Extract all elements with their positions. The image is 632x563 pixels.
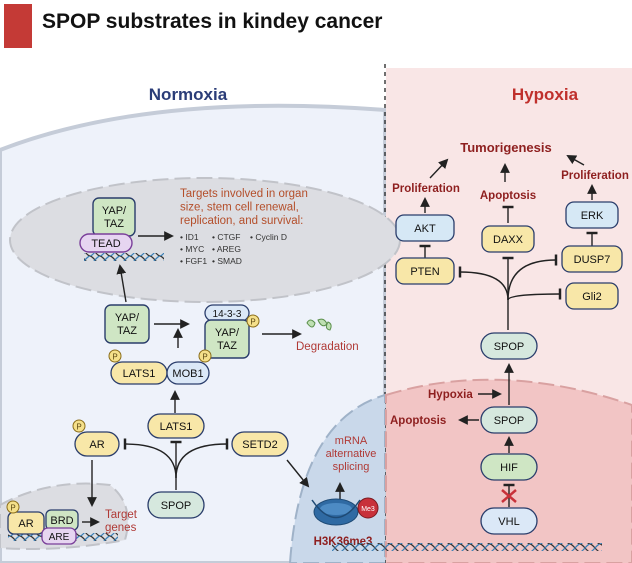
hypoxia-title: Hypoxia: [512, 85, 579, 104]
phospho-mob1-label: P: [202, 353, 207, 362]
inhibit-spop-gli2: [507, 288, 562, 301]
nucleosome-icon: [311, 498, 361, 526]
degradation-icon: [306, 318, 332, 331]
ar-nuclear-label: AR: [18, 518, 33, 530]
tead-label: TEAD: [91, 238, 120, 250]
target-smad: • SMAD: [212, 256, 242, 266]
inhibit-spop-dusp7: [507, 254, 558, 301]
degradation-label: Degradation: [296, 341, 359, 353]
dna-strand-hypoxia: [332, 543, 602, 551]
header-accent-bar: [4, 4, 32, 48]
yap-taz-nucleus-node: [92, 197, 136, 237]
vhl-node: [480, 507, 538, 535]
ar-cyto-node: [74, 431, 120, 457]
phospho-ar: [72, 419, 86, 433]
me3-label: Me3: [361, 506, 375, 513]
phospho-ar-label: P: [76, 423, 81, 432]
tead-node: [79, 233, 133, 253]
phospho-lats1: [108, 349, 122, 363]
phospho-yap-bound-label: P: [250, 318, 255, 327]
dusp7-label: DUSP7: [574, 254, 611, 266]
akt-label: AKT: [414, 223, 436, 235]
tumorigenesis-label: Tumorigenesis: [460, 140, 552, 155]
phospho-yap-bound: [246, 314, 260, 328]
lats1-top-label: LATS1: [123, 368, 156, 380]
target-cyclin-d: • Cyclin D: [250, 232, 287, 242]
targets-list: • ID1 • CTGF • Cyclin D • MYC • AREG • F…: [180, 232, 287, 266]
brd-label: BRD: [50, 515, 73, 527]
figure-title: SPOP substrates in kindey cancer: [42, 10, 383, 33]
spop-hypoxia-nuc-label: SPOP: [494, 415, 525, 427]
daxx-label: DAXX: [493, 234, 524, 246]
inhibit-spop-ar: [123, 438, 177, 479]
target-fgf1: • FGF1: [180, 256, 207, 266]
erk-node: [565, 201, 619, 229]
spop-hypoxia-cyto-label: SPOP: [494, 341, 525, 353]
pten-node: [395, 257, 455, 285]
arrow-prolif-right-to-tumor: [566, 155, 585, 166]
spop-normoxia-label: SPOP: [161, 500, 192, 512]
apoptosis-nuclear-label: Apoptosis: [390, 415, 446, 427]
complex-1433-label: 14-3-3: [213, 309, 242, 320]
pten-label: PTEN: [410, 266, 439, 278]
proliferation-left-label: Proliferation: [392, 183, 460, 195]
dna-strand-top: [84, 253, 164, 261]
blocked-x-icon: [501, 489, 517, 503]
ar-nuclear-node: [7, 511, 45, 535]
me3-badge: [357, 497, 379, 519]
gli2-node: [565, 282, 619, 310]
phospho-ar-nuclear-label: P: [10, 504, 15, 513]
spop-hypoxia-cyto-node: [480, 332, 538, 360]
arrow-setd2-to-chromatin: [286, 459, 310, 488]
arrow-prolif-left-to-tumor: [429, 158, 449, 179]
phospho-mob1: [198, 349, 212, 363]
target-id1: • ID1: [180, 232, 199, 242]
vhl-label: VHL: [498, 516, 519, 528]
arrow-yap-to-nucleus: [116, 264, 127, 303]
spop-normoxia-node: [147, 491, 205, 519]
lats1-mid-label: LATS1: [160, 421, 193, 433]
target-ctgf: • CTGF: [212, 232, 240, 242]
erk-label: ERK: [581, 210, 604, 222]
gli2-label: Gli2: [582, 291, 602, 303]
daxx-node: [481, 225, 535, 253]
are-node: [41, 527, 77, 545]
apoptosis-top-label: Apoptosis: [480, 190, 536, 202]
nucleus-normoxia-chromatin: [288, 393, 386, 563]
lats1-mid-node: [147, 413, 205, 439]
yap-taz-cyto-node: [104, 304, 150, 344]
spop-hypoxia-nuc-node: [480, 406, 538, 434]
ar-cyto-label: AR: [89, 439, 104, 451]
dusp7-node: [561, 245, 623, 273]
hypoxia-label-inner: Hypoxia: [428, 389, 473, 401]
setd2-label: SETD2: [242, 439, 277, 451]
phospho-lats1-label: P: [112, 353, 117, 362]
target-myc: • MYC: [180, 244, 204, 254]
inhibit-spop-setd2: [175, 438, 229, 479]
hif-label: HIF: [500, 462, 518, 474]
yap-taz-bound-label: YAP/TAZ: [215, 327, 240, 352]
are-label: ARE: [49, 532, 70, 543]
target-areg: • AREG: [212, 244, 241, 254]
mob1-label: MOB1: [172, 368, 203, 380]
yap-taz-nucleus-label: YAP/TAZ: [102, 205, 127, 230]
akt-node: [395, 214, 455, 242]
mob1-node: [166, 361, 210, 385]
hif-node: [480, 453, 538, 481]
normoxia-title: Normoxia: [149, 85, 228, 104]
phospho-ar-nuclear: [6, 500, 20, 514]
yap-taz-cyto-label: YAP/TAZ: [115, 312, 140, 337]
setd2-node: [231, 431, 289, 457]
proliferation-right-label: Proliferation: [561, 170, 629, 182]
yap-taz-bound-node: [204, 319, 250, 359]
